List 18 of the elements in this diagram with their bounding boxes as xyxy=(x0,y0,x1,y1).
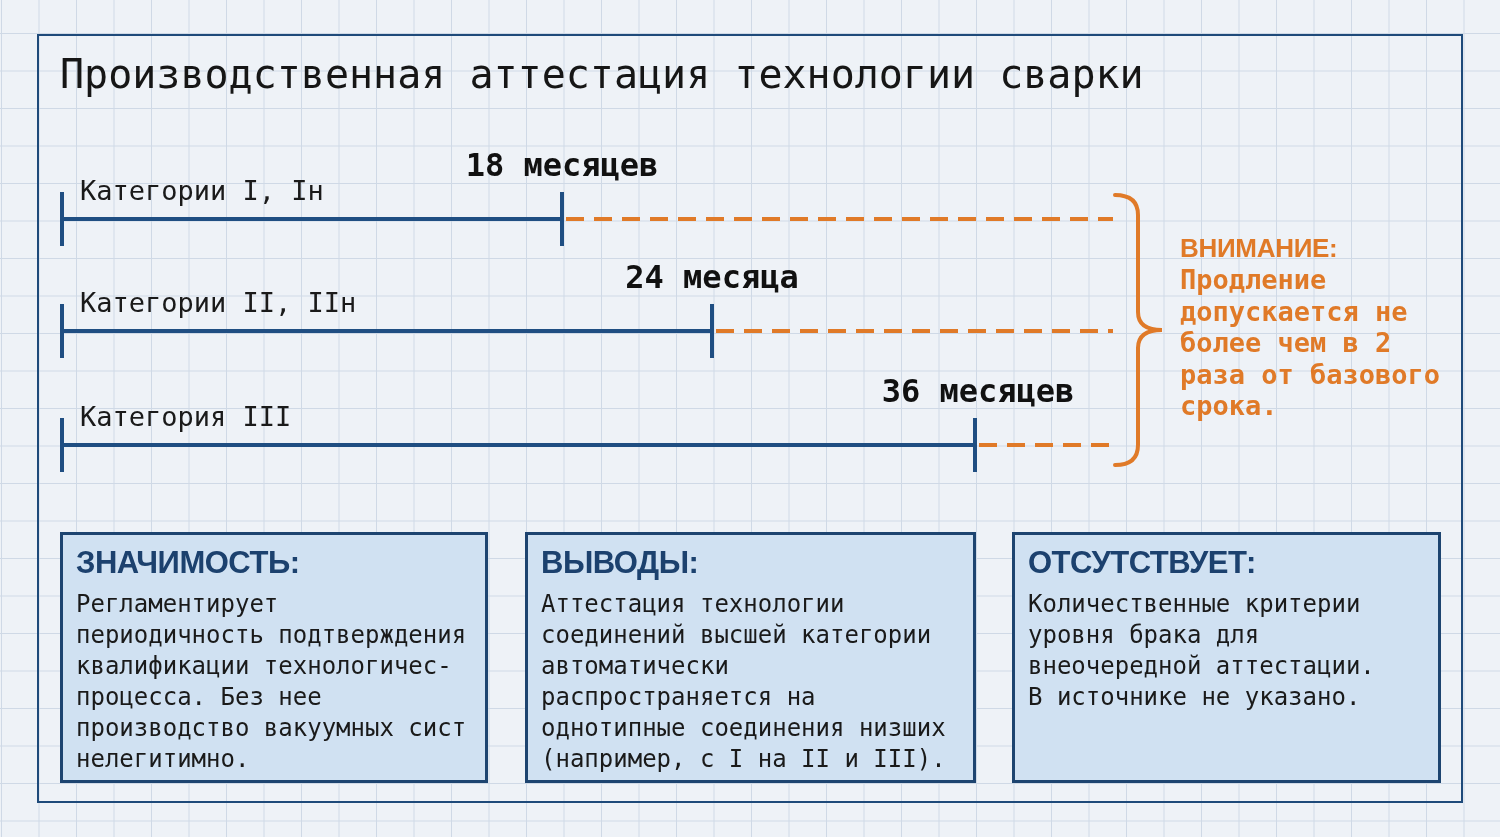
panel-text: Регламентирует периодичность подтверждения квалификации технологичес- процесса. Без нее производство вакуумных сист нелегитимно. xyxy=(76,589,468,775)
duration-label: 24 месяца xyxy=(625,259,799,295)
panel-text: Количественные критерии уровня брака для внеочередной аттестации. В источнике не указано. xyxy=(1028,589,1376,713)
info-panel xyxy=(60,532,488,783)
category-label: Категории II, IIн xyxy=(80,287,357,319)
duration-label: 36 месяцев xyxy=(881,373,1075,409)
note-text: Продление допускается не более чем в 2 раза от базового срока. xyxy=(1180,264,1442,422)
title: Производственная аттестация технологии сварки xyxy=(60,50,1144,98)
panel-text: Аттестация технологии соединений высшей категории автоматически распространяется на однотипные соединения низших (например, с I на II и III). xyxy=(541,589,947,775)
panel-heading: ВЫВОДЫ: xyxy=(541,544,699,582)
info-panel xyxy=(525,532,976,783)
panel-heading: ЗНАЧИМОСТЬ: xyxy=(76,544,300,582)
duration-label: 18 месяцев xyxy=(465,147,659,183)
category-label: Категории I, Iн xyxy=(80,175,324,207)
info-panel xyxy=(1012,532,1441,783)
note-heading: ВНИМАНИЕ: xyxy=(1180,232,1338,264)
category-label: Категория III xyxy=(80,401,292,433)
panel-heading: ОТСУТСТВУЕТ: xyxy=(1028,544,1256,582)
